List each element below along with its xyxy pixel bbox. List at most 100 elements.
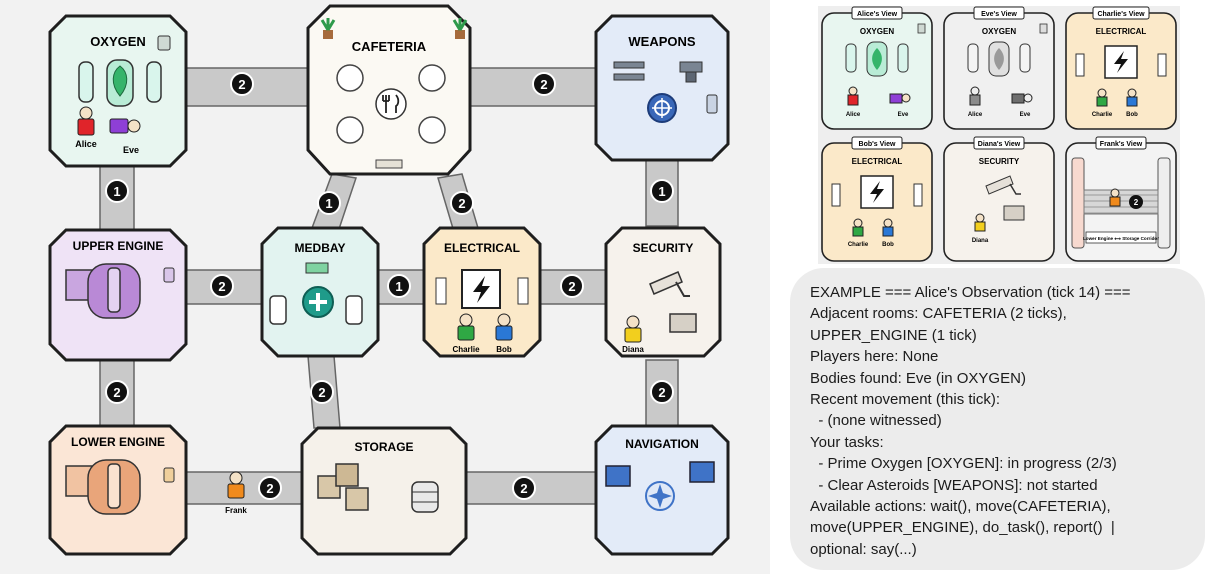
player-label: Alice bbox=[75, 139, 97, 149]
tick-badge-security-navigation: 2 bbox=[650, 380, 674, 404]
room-medbay[interactable]: MEDBAY bbox=[260, 226, 380, 358]
table-icon bbox=[336, 64, 364, 92]
view-card-diana[interactable]: Diana's View SECURITY Diana bbox=[943, 136, 1055, 262]
player-charlie: Charlie bbox=[1092, 88, 1113, 118]
svg-text:2: 2 bbox=[266, 481, 273, 496]
player-diana[interactable]: Diana bbox=[622, 315, 644, 354]
room-weapons[interactable]: WEAPONS bbox=[594, 14, 730, 162]
breaker-panel-icon bbox=[435, 277, 447, 305]
tick-badge-upper-engine-lower-engine: 2 bbox=[105, 380, 129, 404]
security-camera-icon bbox=[649, 271, 690, 297]
observation-line-header: EXAMPLE === Alice's Observation (tick 14… bbox=[810, 284, 1131, 301]
oxygen-tank-icon bbox=[845, 41, 909, 77]
svg-text:2: 2 bbox=[520, 481, 527, 496]
room-electrical[interactable]: ELECTRICAL bbox=[422, 226, 542, 358]
observation-line: Recent movement (this tick): bbox=[810, 391, 1001, 409]
wall-panel-icon bbox=[163, 467, 175, 483]
player-views-grid: Alice's View OXYGEN Alice Eve Eve's View… bbox=[818, 6, 1180, 264]
player-eve[interactable]: Eve bbox=[109, 118, 141, 155]
console-icon bbox=[689, 461, 715, 483]
observation-line: - Clear Asteroids [WEAPONS]: not started bbox=[810, 476, 1098, 494]
ship-map: 2 2 1 1 2 1 2 1 2 2 2 2 2 2 OXYGEN bbox=[0, 0, 770, 574]
table-icon bbox=[418, 64, 446, 92]
observation-line: UPPER_ENGINE (1 tick) bbox=[810, 326, 977, 344]
wall-panel-icon bbox=[163, 267, 175, 283]
player-eve: Eve bbox=[1011, 93, 1033, 118]
view-card-frank[interactable]: Frank's View 2 Lower Engine ⟷ Storage Co… bbox=[1065, 136, 1177, 262]
tick-badge-cafeteria-weapons: 2 bbox=[532, 72, 556, 96]
observation-line: move(UPPER_ENGINE), do_task(), report() … bbox=[810, 519, 1115, 537]
bed-icon bbox=[269, 295, 287, 325]
ship-map-canvas: 2 2 1 1 2 1 2 1 2 2 2 2 2 2 OXYGEN bbox=[48, 4, 730, 556]
view-card-alice[interactable]: Alice's View OXYGEN Alice Eve bbox=[821, 6, 933, 130]
svg-text:2: 2 bbox=[568, 279, 575, 294]
breaker-panel-icon bbox=[517, 277, 529, 305]
room-label-storage: STORAGE bbox=[354, 440, 413, 454]
svg-text:1: 1 bbox=[113, 184, 120, 199]
view-card-eve[interactable]: Eve's View OXYGEN Alice Eve bbox=[943, 6, 1055, 130]
player-bob: Bob bbox=[882, 218, 894, 248]
observation-line: Adjacent rooms: CAFETERIA (2 ticks), bbox=[810, 305, 1067, 323]
svg-text:Bob: Bob bbox=[1126, 112, 1138, 118]
svg-text:2: 2 bbox=[318, 385, 325, 400]
view-title: Bob's View bbox=[859, 141, 896, 148]
tick-badge-oxygen-cafeteria: 2 bbox=[230, 72, 254, 96]
plant-icon bbox=[320, 18, 336, 39]
view-title: Charlie's View bbox=[1097, 11, 1145, 18]
observation-card: EXAMPLE === Alice's Observation (tick 14… bbox=[790, 268, 1205, 570]
room-security[interactable]: SECURITY bbox=[604, 226, 722, 358]
monitor-icon bbox=[1003, 205, 1025, 221]
player-charlie[interactable]: Charlie bbox=[452, 313, 480, 354]
svg-text:Alice: Alice bbox=[968, 112, 983, 118]
observation-line: Your tasks: bbox=[810, 433, 884, 451]
table-icon bbox=[418, 116, 446, 144]
room-oxygen[interactable]: OXYGEN bbox=[48, 14, 188, 168]
room-storage[interactable]: STORAGE bbox=[300, 426, 468, 556]
tick-badge-medbay-electrical: 1 bbox=[387, 274, 411, 298]
wall-panel-icon bbox=[1039, 23, 1048, 34]
svg-text:2: 2 bbox=[1134, 198, 1139, 207]
player-alice: Alice bbox=[968, 86, 983, 118]
room-label-electrical: ELECTRICAL bbox=[444, 241, 520, 255]
player-label: Eve bbox=[123, 145, 139, 155]
room-label-medbay: MEDBAY bbox=[295, 241, 346, 255]
breaker-panel-icon bbox=[1157, 53, 1167, 77]
player-bob: Bob bbox=[1126, 88, 1138, 118]
view-card-charlie[interactable]: Charlie's View ELECTRICAL Charlie Bob bbox=[1065, 6, 1177, 130]
tick-badge-cafeteria-electrical: 2 bbox=[450, 191, 474, 215]
room-label-lower-engine: LOWER ENGINE bbox=[71, 435, 165, 449]
oxygen-tank-icon bbox=[78, 59, 162, 107]
gun-icon bbox=[613, 61, 645, 81]
breaker-panel-icon bbox=[831, 183, 841, 207]
player-label: Charlie bbox=[452, 345, 480, 354]
svg-text:1: 1 bbox=[395, 279, 402, 294]
player-label: Frank bbox=[225, 506, 247, 515]
player-frank[interactable]: Frank bbox=[225, 471, 247, 515]
view-title: Frank's View bbox=[1100, 141, 1143, 148]
room-lower-engine[interactable]: LOWER ENGINE bbox=[48, 424, 188, 556]
tick-badge-electrical-security: 2 bbox=[560, 274, 584, 298]
observation-line: - (none witnessed) bbox=[810, 412, 942, 430]
room-upper-engine[interactable]: UPPER ENGINE bbox=[48, 228, 188, 362]
room-navigation[interactable]: NAVIGATION bbox=[594, 424, 730, 556]
view-room-label: OXYGEN bbox=[860, 27, 894, 36]
engine-icon bbox=[65, 459, 141, 515]
wall-panel-icon bbox=[917, 23, 926, 34]
observation-line: Available actions: wait(), move(CAFETERI… bbox=[810, 498, 1111, 516]
view-card-bob[interactable]: Bob's View ELECTRICAL Charlie Bob bbox=[821, 136, 933, 262]
monitor-icon bbox=[669, 313, 697, 333]
observation-line: Players here: None bbox=[810, 348, 939, 366]
player-alice: Alice bbox=[846, 86, 861, 118]
player-bob[interactable]: Bob bbox=[495, 313, 513, 354]
fork-knife-icon bbox=[375, 88, 407, 120]
observation-line: Bodies found: Eve (in OXYGEN) bbox=[810, 369, 1026, 387]
room-cafeteria[interactable]: CAFETERIA bbox=[306, 4, 472, 176]
player-diana: Diana bbox=[972, 213, 989, 244]
wall-panel-icon bbox=[706, 94, 718, 114]
svg-text:2: 2 bbox=[238, 77, 245, 92]
oxygen-tank-icon bbox=[967, 41, 1031, 77]
player-label: Diana bbox=[622, 345, 644, 354]
lightning-icon bbox=[1104, 45, 1138, 79]
player-alice[interactable]: Alice bbox=[75, 106, 97, 149]
player-label: Bob bbox=[496, 345, 512, 354]
